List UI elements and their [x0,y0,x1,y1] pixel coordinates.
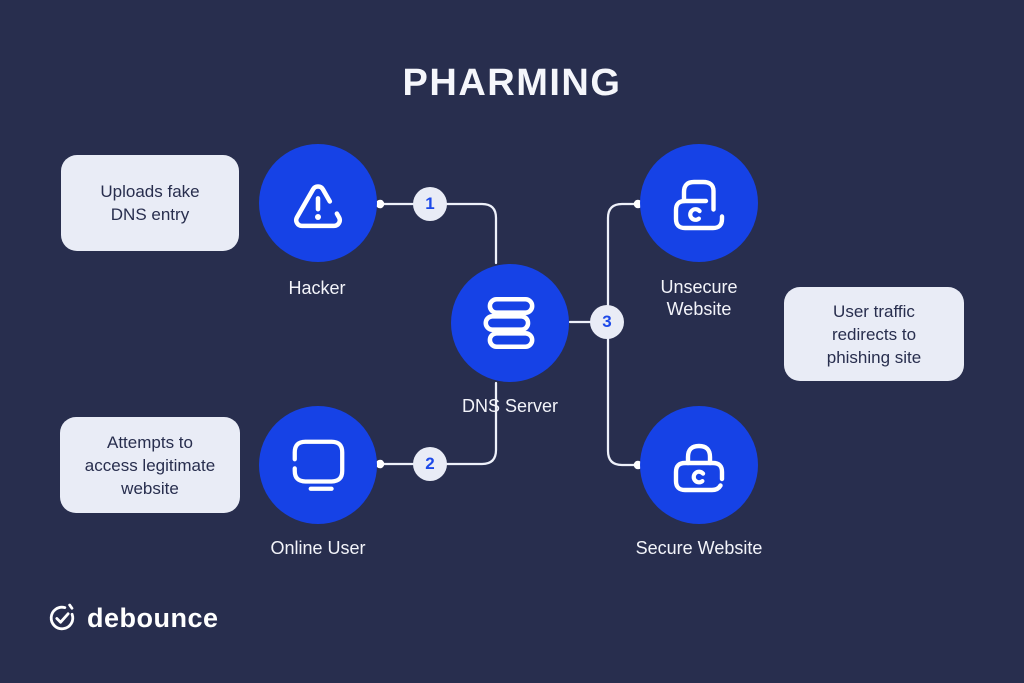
circled-checkmark-icon [49,603,75,631]
locked-padlock-icon [673,443,725,493]
unlocked-padlock-icon [673,179,725,231]
callout-attempts-access: Attempts to access legitimate website [60,417,240,513]
warning-triangle-icon [293,184,343,229]
server-stack-icon [483,297,535,349]
connection-dot-hacker [375,199,385,209]
step-badge-1: 1 [413,187,447,221]
node-unsecure-website [640,144,758,262]
label-secure-website: Secure Website [635,538,763,558]
label-unsecure-website: Unsecure Website [660,277,738,319]
connector-hacker-to-dns [382,202,498,265]
node-online-user [259,406,377,524]
label-online-user: Online User [270,538,366,558]
debounce-logo: debounce [47,602,219,634]
node-dns-server [451,264,569,382]
monitor-icon [292,439,345,491]
node-secure-website [640,406,758,524]
connection-dot-online-user [375,459,385,469]
page-title: PHARMING [402,62,622,104]
label-dns-server: DNS Server [461,396,559,416]
step-badge-3: 3 [590,305,624,339]
connector-user-to-dns [382,381,498,466]
label-hacker: Hacker [288,278,346,298]
callout-user-traffic-redirects: User traffic redirects to phishing site [784,287,964,381]
logo-text: debounce [87,603,219,633]
callout-uploads-fake-dns: Uploads fake DNS entry [61,155,239,251]
step-badge-2: 2 [413,447,447,481]
node-hacker [259,144,377,262]
